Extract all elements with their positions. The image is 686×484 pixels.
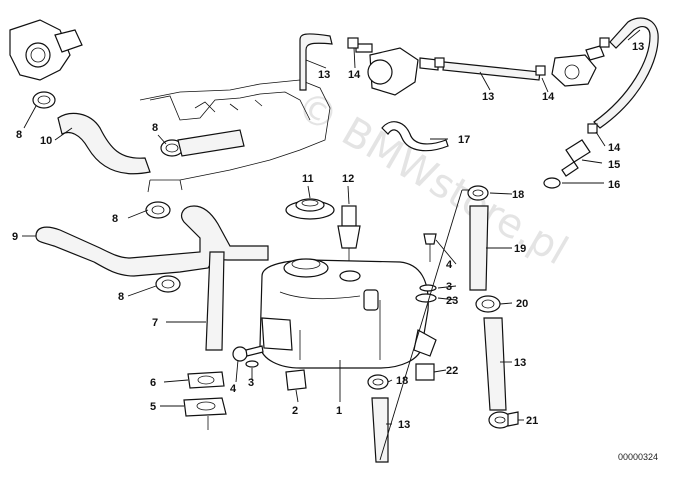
callout-16: 16 (608, 179, 620, 191)
engine-hose-stub (177, 129, 245, 157)
valve-15 (561, 139, 591, 177)
callout-22: 22 (446, 365, 458, 377)
grommet-23 (415, 293, 437, 303)
callout-4: 4 (446, 259, 453, 271)
callout-7: 7 (152, 317, 158, 329)
callout-3: 3 (248, 377, 254, 389)
callout-18: 18 (396, 375, 408, 387)
valve-body-right (551, 45, 605, 87)
screw-4-top (423, 233, 437, 262)
cap-11 (285, 198, 335, 220)
callout-15: 15 (608, 159, 620, 171)
hose-13-right (593, 17, 659, 129)
callout-3: 3 (446, 281, 452, 293)
callout-13: 13 (514, 357, 526, 369)
clamp-5 (183, 397, 227, 430)
hose-13-middle (442, 61, 541, 81)
callouts: 8 10 8 13 14 13 14 13 17 14 15 16 11 12 … (12, 41, 644, 431)
callout-13: 13 (318, 69, 330, 81)
callout-5: 5 (150, 401, 156, 413)
callout-13: 13 (398, 419, 410, 431)
valve-body-left (355, 43, 439, 96)
sensor-12 (337, 205, 361, 262)
callout-20: 20 (516, 298, 528, 310)
clamp-22 (415, 363, 435, 381)
callout-1: 1 (336, 405, 342, 417)
callout-8: 8 (152, 122, 158, 134)
thermostat-housing (9, 19, 83, 81)
callout-23: 23 (446, 295, 458, 307)
callout-2: 2 (292, 405, 298, 417)
callout-21: 21 (526, 415, 538, 427)
screw-4-bottom (232, 345, 264, 362)
callout-8: 8 (112, 213, 118, 225)
bracket-2 (285, 369, 307, 391)
clamp-8-top (32, 91, 56, 109)
clamp-18-top (467, 185, 489, 201)
watermark: © BMWstore.pl (288, 82, 575, 274)
hose-13-left (299, 33, 333, 91)
strap-17 (381, 121, 449, 152)
hose-13-bottom (371, 397, 389, 463)
callout-6: 6 (150, 377, 156, 389)
clamp-8-hose9-top (145, 201, 171, 219)
callout-13: 13 (632, 41, 644, 53)
clamp-8-hose9-bottom (155, 275, 181, 293)
callout-10: 10 (40, 135, 52, 147)
diagram-code: 00000324 (618, 452, 658, 462)
expansion-tank-1 (259, 258, 437, 369)
callout-4: 4 (230, 383, 237, 395)
engine-outline (139, 79, 331, 193)
callout-14: 14 (542, 91, 555, 103)
hose-10 (57, 112, 151, 175)
clamp-20 (475, 295, 501, 313)
callout-12: 12 (342, 173, 354, 185)
washer-3-top (419, 284, 437, 292)
callout-9: 9 (12, 231, 18, 243)
group-line (379, 189, 463, 461)
clamps-14 (347, 37, 610, 134)
callout-19: 19 (514, 243, 526, 255)
hose-13-right-lower (483, 317, 507, 411)
callout-13: 13 (482, 91, 494, 103)
clamp-18-bottom (367, 374, 389, 390)
callout-11: 11 (302, 173, 314, 185)
callout-14: 14 (348, 69, 361, 81)
leader-lines (22, 29, 641, 425)
callout-17: 17 (458, 134, 470, 146)
callout-18: 18 (512, 189, 524, 201)
callout-8: 8 (16, 129, 22, 141)
callout-14: 14 (608, 142, 621, 154)
clamp-6 (187, 371, 225, 389)
callout-8: 8 (118, 291, 124, 303)
hose-19 (469, 205, 489, 291)
clamp-21 (488, 411, 519, 429)
washer-3-bottom (245, 360, 259, 368)
seal-16 (543, 177, 561, 189)
hose-7 (205, 251, 225, 351)
clamp-8-engine (160, 139, 184, 157)
